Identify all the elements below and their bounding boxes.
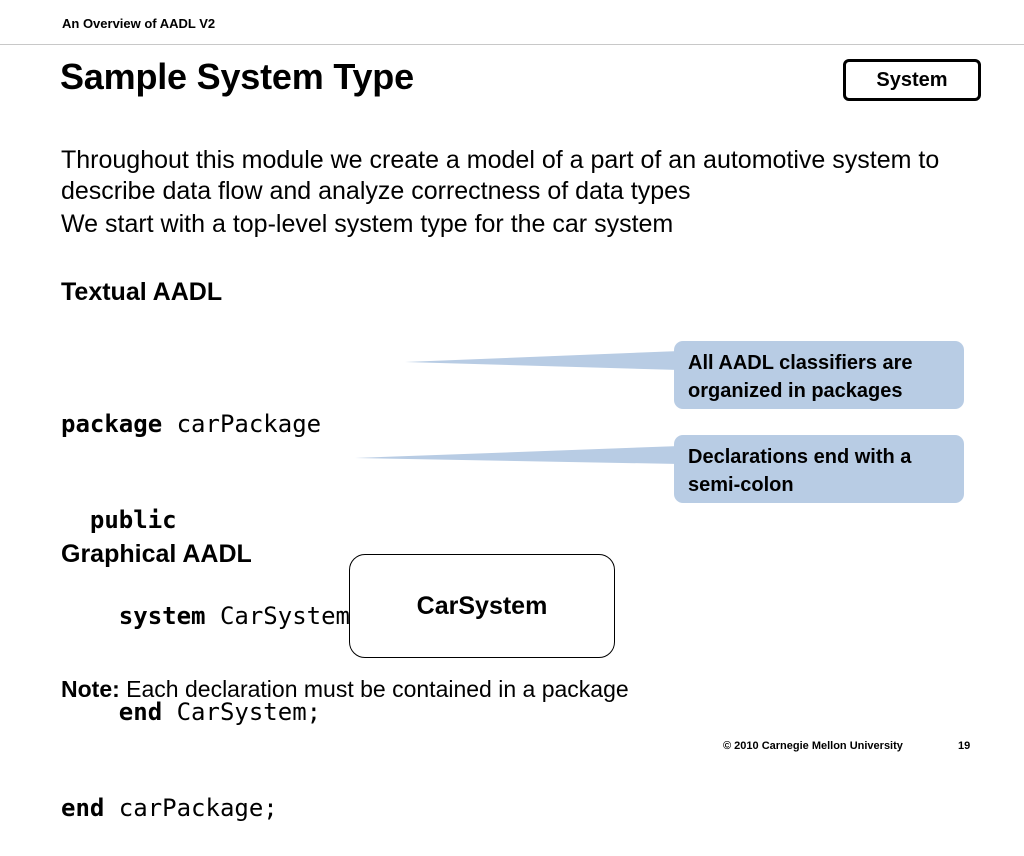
callout-pointer-semicolon	[355, 446, 680, 464]
intro-paragraph: Throughout this module we create a model…	[61, 146, 940, 205]
code-keyword: public	[89, 506, 177, 534]
slide-title: Sample System Type	[60, 56, 414, 97]
header-divider	[0, 44, 1024, 45]
note-label: Note:	[61, 676, 120, 702]
callout-pointers	[355, 351, 680, 464]
code-line: system CarSystem	[118, 602, 350, 630]
callout-packages: All AADL classifiers are organized in pa…	[674, 341, 964, 409]
code-keyword: end	[61, 794, 105, 822]
callout-semicolon: Declarations end with a semi-colon	[674, 435, 964, 503]
graphical-aadl-heading: Graphical AADL	[61, 540, 252, 568]
code-line: package carPackage	[61, 410, 322, 438]
textual-aadl-heading: Textual AADL	[61, 278, 223, 306]
presentation-title: An Overview of AADL V2	[62, 16, 216, 31]
code-keyword: system	[118, 602, 206, 630]
page-number: 19	[958, 740, 971, 752]
code-keyword: package	[61, 410, 163, 438]
code-line: end carPackage;	[61, 794, 278, 822]
callout-pointer-packages	[405, 351, 680, 370]
footer-copyright: © 2010 Carnegie Mellon University	[723, 740, 903, 752]
system-graphic-box: CarSystem	[349, 554, 615, 658]
system-badge: System	[843, 59, 981, 101]
code-keyword: end	[118, 698, 163, 726]
second-paragraph: We start with a top-level system type fo…	[61, 210, 674, 238]
note-text: Note: Each declaration must be contained…	[61, 676, 629, 702]
code-line: public	[61, 504, 350, 536]
code-line: end CarSystem;	[118, 698, 322, 726]
